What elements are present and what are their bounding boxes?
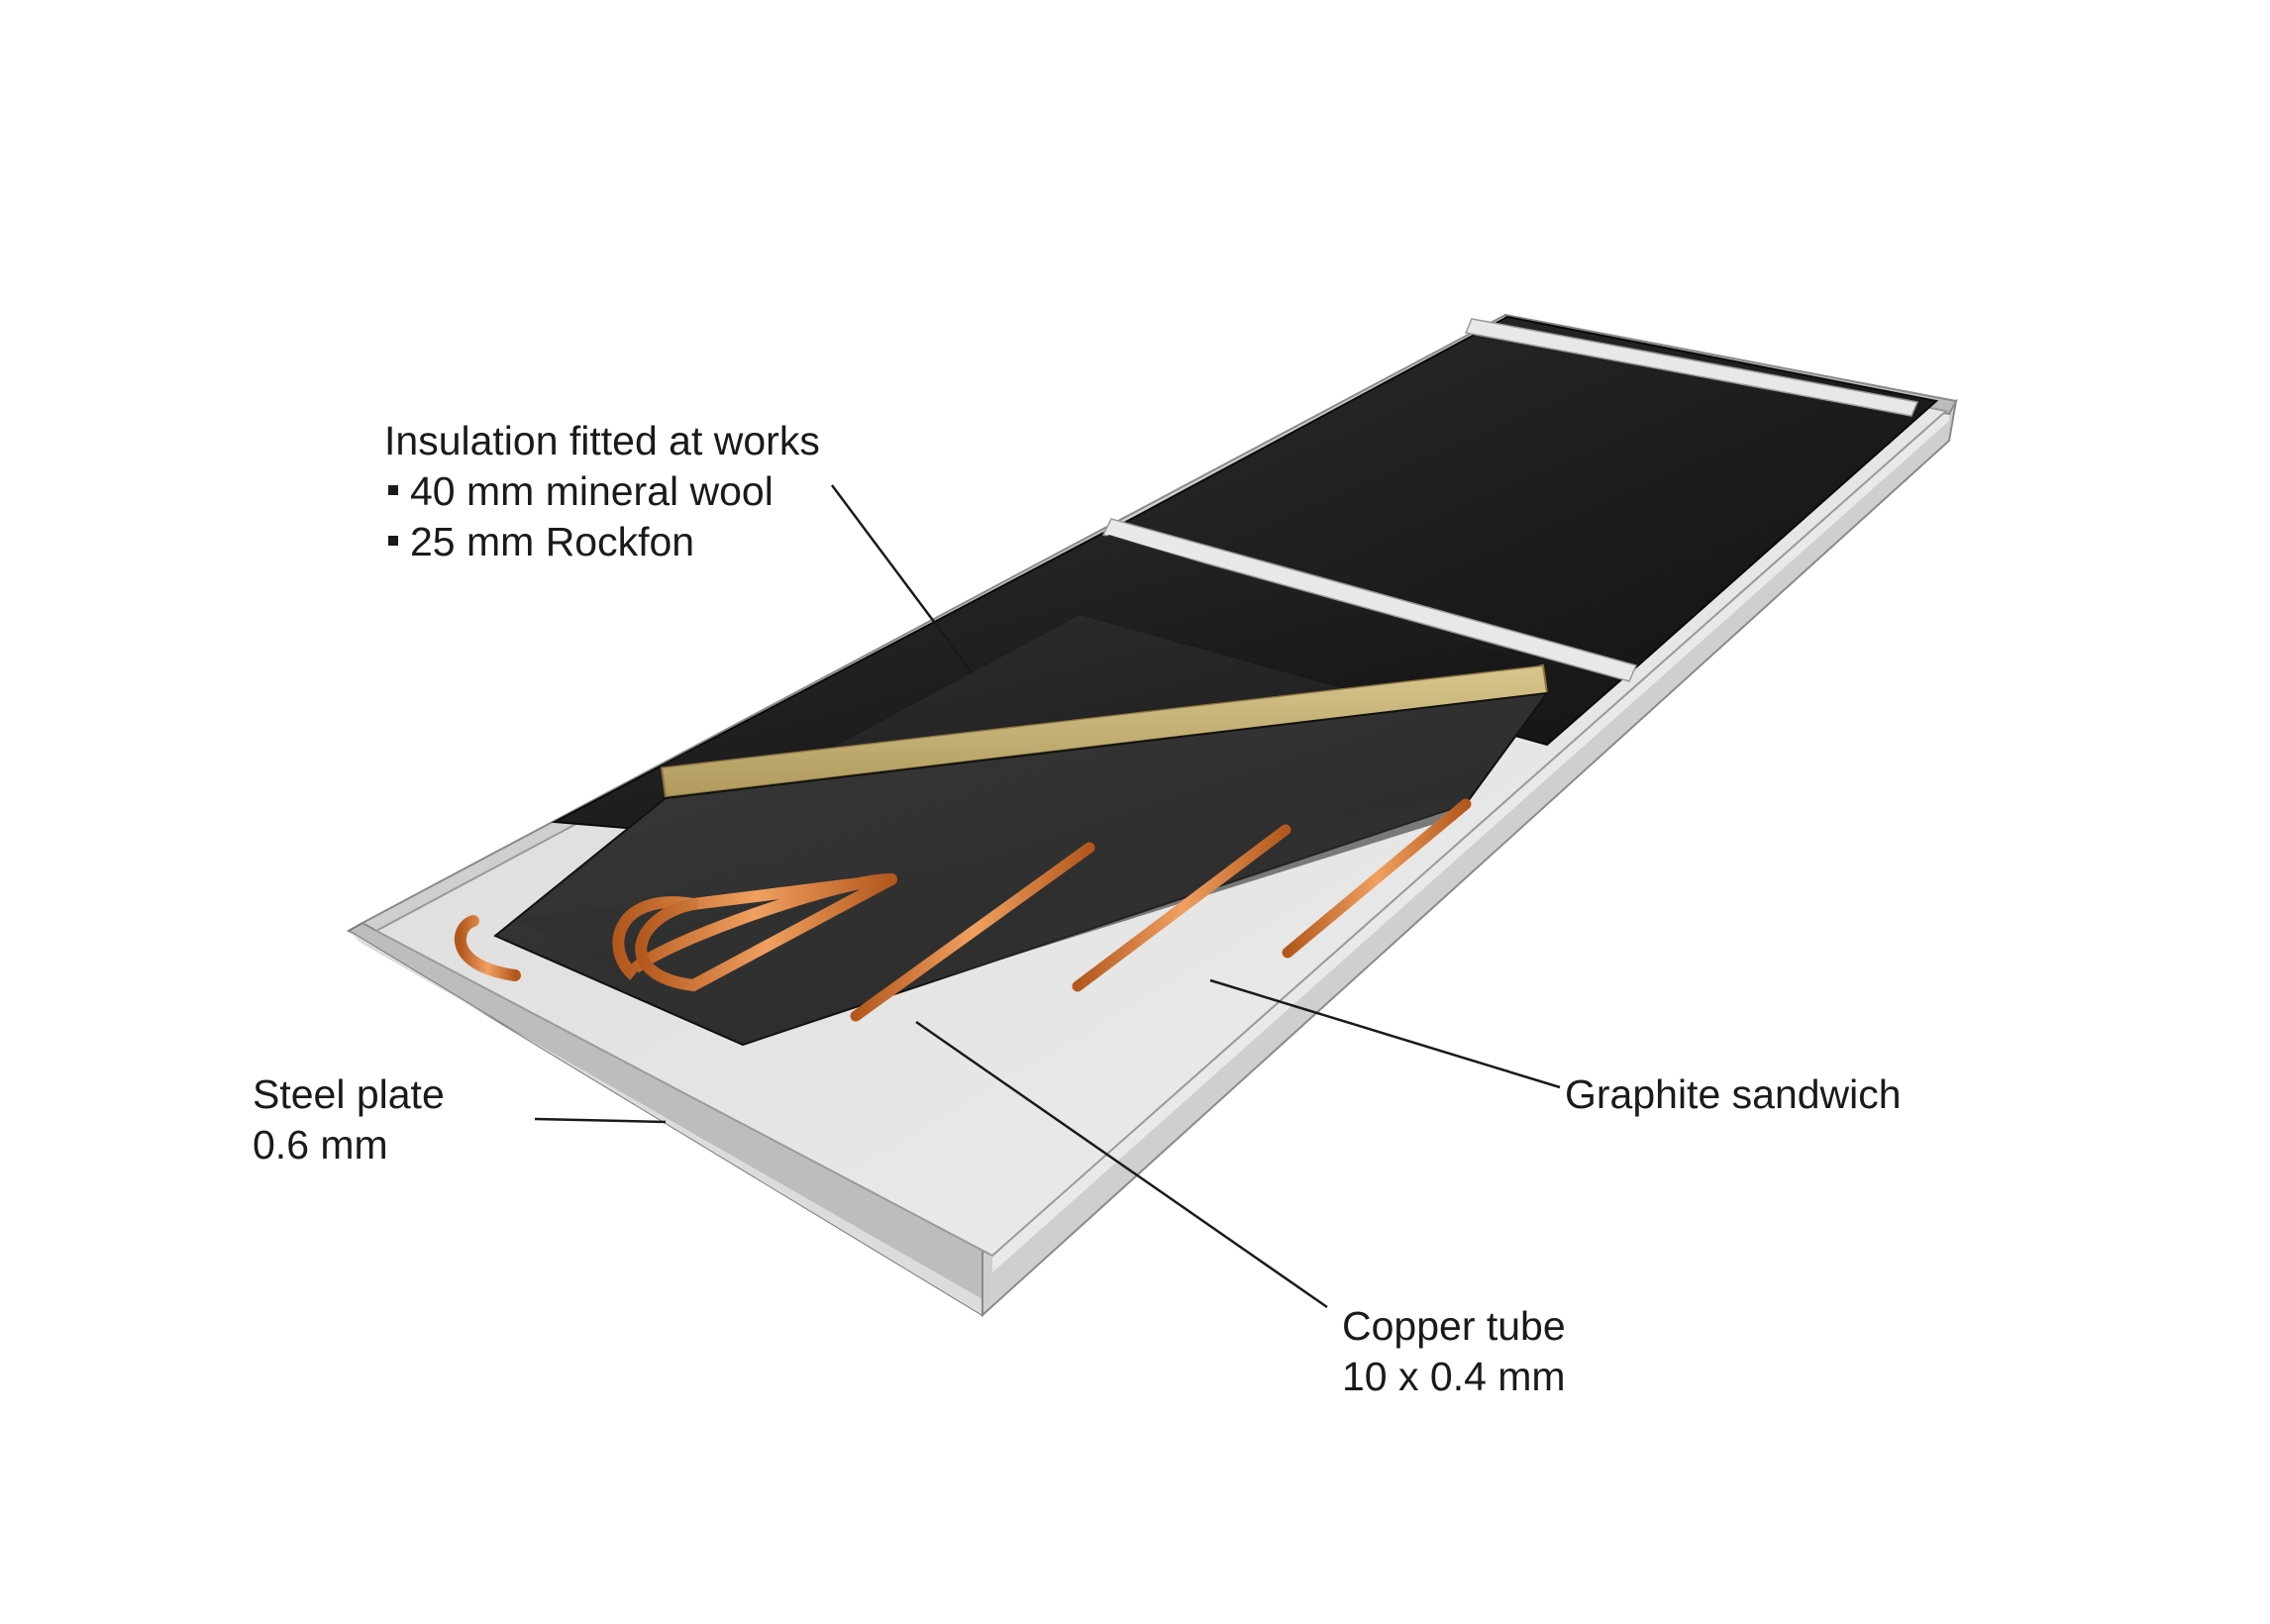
copper-tube-label: Copper tube 10 x 0.4 mm	[1342, 1301, 1566, 1402]
insulation-leader	[830, 484, 975, 674]
insulation-bullet-rockfon: 25 mm Rockfon	[384, 517, 820, 567]
leader-lines	[534, 484, 1561, 1309]
copper-tube-leader	[915, 1020, 1328, 1309]
steel-plate-leader	[534, 1117, 667, 1124]
steel-plate-thickness: 0.6 mm	[253, 1122, 388, 1167]
graphite-leader	[1209, 978, 1561, 1089]
steel-plate-label: Steel plate 0.6 mm	[253, 1069, 445, 1170]
graphite-label: Graphite sandwich	[1565, 1069, 1902, 1120]
insulation-label: Insulation fitted at works 40 mm mineral…	[384, 416, 820, 567]
insulation-title: Insulation fitted at works	[384, 418, 820, 463]
copper-tube-title: Copper tube	[1342, 1303, 1566, 1349]
insulation-boards	[551, 315, 1939, 834]
graphite-title: Graphite sandwich	[1565, 1071, 1902, 1117]
steel-plate-title: Steel plate	[253, 1071, 445, 1117]
insulation-bullet-mineral-wool: 40 mm mineral wool	[384, 466, 820, 517]
copper-tubes	[454, 798, 1472, 1022]
insulation-cover	[659, 535, 1540, 767]
copper-tube-dimensions: 10 x 0.4 mm	[1342, 1354, 1566, 1399]
